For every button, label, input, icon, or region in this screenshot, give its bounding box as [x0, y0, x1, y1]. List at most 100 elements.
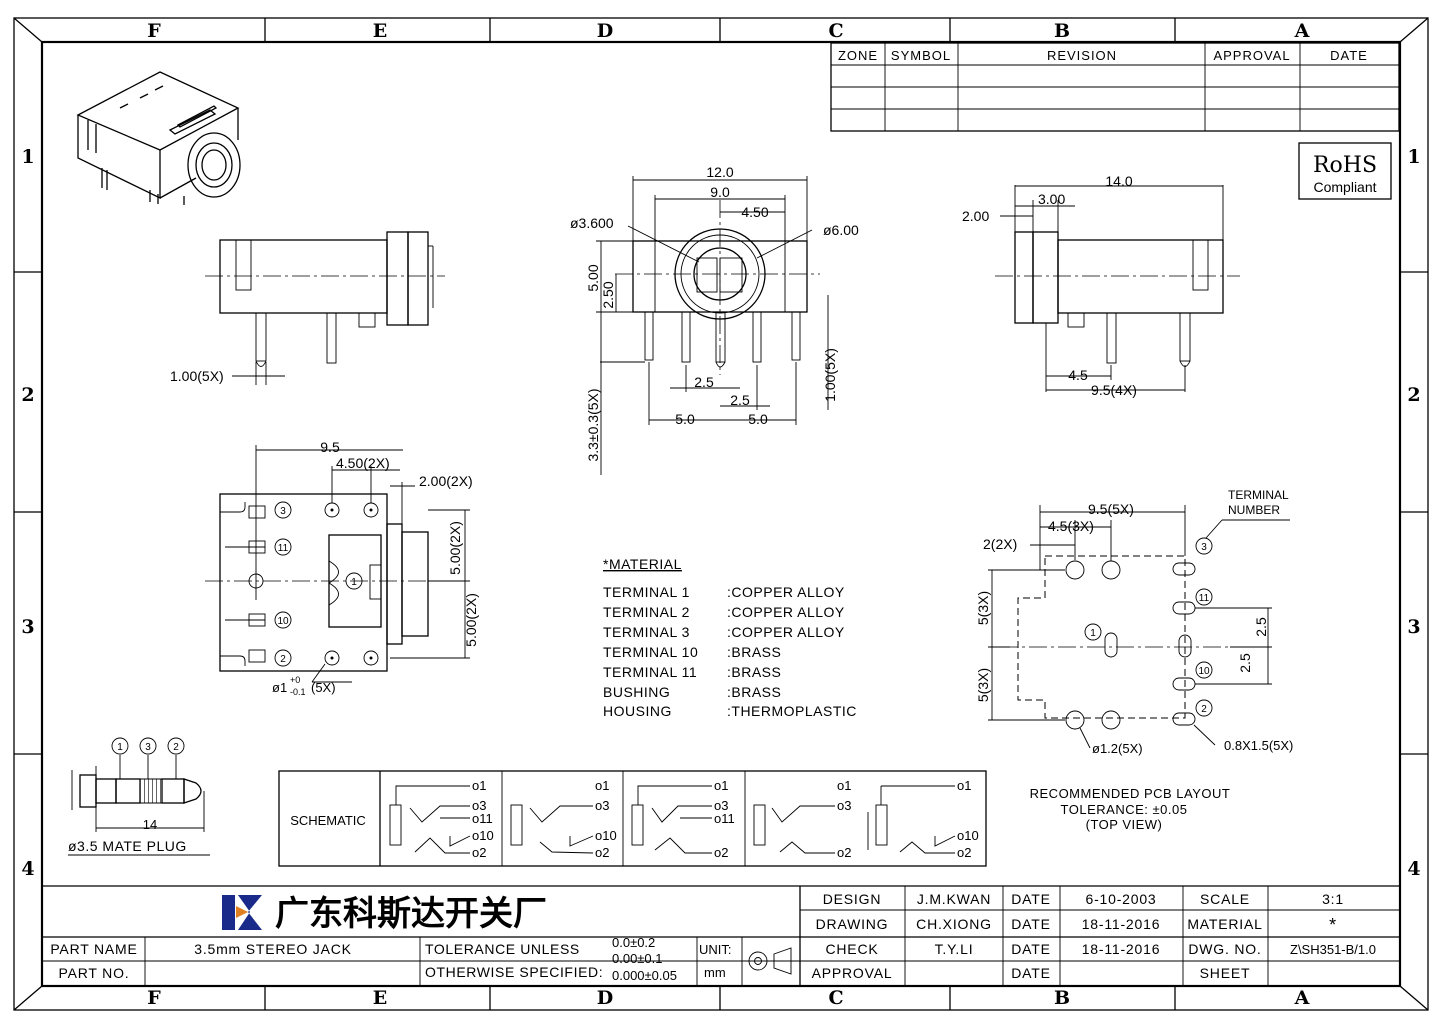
- sheet-border: F E D C B A F E D C B A 1 2 3 4 1 2 3 4: [13, 17, 1429, 1011]
- dim-front-pin-width: 1.00(5X): [822, 348, 838, 402]
- material-part: TERMINAL 1: [603, 584, 690, 600]
- schematic-pin: o1: [837, 778, 851, 793]
- pcb-terminal-number: 11: [1199, 593, 1210, 604]
- rohs-subtitle: Compliant: [1313, 179, 1376, 195]
- side-view-right: 14.0 3.00 2.00 4.5 9.5(4X): [962, 173, 1240, 398]
- tb-unit-label: UNIT:: [699, 942, 732, 957]
- dim-pcb-2-5a: 2.5: [1253, 617, 1269, 637]
- row-label-right: 1: [1407, 146, 1420, 168]
- terminal-number: 2: [280, 654, 286, 665]
- side-view-left: 1.00(5X): [170, 231, 445, 385]
- terminal-number: 11: [278, 543, 289, 554]
- dim-pcb-slot: 0.8X1.5(5X): [1224, 738, 1293, 753]
- dim-front-dia-3-6: ø3.600: [570, 215, 614, 231]
- dim-front-pitch-5b: 5.0: [748, 411, 768, 427]
- rohs-badge: RoHS Compliant: [1298, 142, 1392, 200]
- material-value: :COPPER ALLOY: [727, 604, 845, 620]
- tb-dwg-value: Z\SH351-B/1.0: [1290, 942, 1376, 957]
- dim-top-hole-tol-down: -0.1: [290, 687, 306, 697]
- tb-check-label: CHECK: [825, 941, 878, 957]
- pcb-terminal-number: 10: [1198, 666, 1210, 677]
- dim-pcb-5b: 5(3X): [975, 668, 991, 702]
- dim-pcb-4-5: 4.5(3X): [1048, 518, 1094, 534]
- terminal-number: 3: [280, 506, 286, 517]
- tb-sheet-label: SHEET: [1200, 965, 1251, 981]
- row-label-left: 4: [21, 858, 34, 880]
- dim-right-width-14: 14.0: [1105, 173, 1132, 189]
- material-value: :BRASS: [727, 684, 781, 700]
- pcb-note: RECOMMENDED PCB LAYOUT TOLERANCE: ±0.05 …: [1030, 786, 1230, 832]
- tb-design-label: DESIGN: [823, 891, 881, 907]
- schematic-label: SCHEMATIC: [290, 813, 366, 828]
- schematic-pin: o2: [472, 845, 486, 860]
- material-value: :BRASS: [727, 644, 781, 660]
- rev-header-zone: ZONE: [838, 48, 878, 63]
- schematic-pin: o1: [472, 778, 486, 793]
- schematic-pin: o2: [837, 845, 851, 860]
- plug-terminal-number: 3: [145, 742, 151, 753]
- dim-front-pitch-5a: 5.0: [675, 411, 695, 427]
- dim-pcb-hole: ø1.2(5X): [1092, 741, 1143, 756]
- schematic-pin: o2: [714, 845, 728, 860]
- tb-date-label: DATE: [1011, 891, 1051, 907]
- schematic-pin: o2: [595, 845, 609, 860]
- projection-symbol: [746, 947, 792, 975]
- material-value: :BRASS: [727, 664, 781, 680]
- material-value: :THERMOPLASTIC: [727, 703, 857, 719]
- dim-pcb-9-5: 9.5(5X): [1088, 501, 1134, 517]
- material-part: TERMINAL 2: [603, 604, 690, 620]
- dim-top-9-5: 9.5: [320, 439, 340, 455]
- material-value: :COPPER ALLOY: [727, 624, 845, 640]
- material-part: TERMINAL 3: [603, 624, 690, 640]
- material-part: HOUSING: [603, 703, 672, 719]
- dim-right-pitch-9-5: 9.5(4X): [1091, 382, 1137, 398]
- schematic-pin: o10: [957, 828, 979, 843]
- schematic-pin: o3: [595, 798, 609, 813]
- dim-right-pitch-4-5: 4.5: [1068, 367, 1088, 383]
- material-value: :COPPER ALLOY: [727, 584, 845, 600]
- pcb-terminal-number: 1: [1090, 628, 1096, 639]
- col-label-bottom: D: [597, 987, 613, 1009]
- tb-tolerance-v2: 0.00±0.1: [612, 951, 663, 966]
- col-label-bottom: B: [1054, 987, 1070, 1009]
- row-label-left: 1: [21, 146, 34, 168]
- schematic-pin: o1: [714, 778, 728, 793]
- row-label-right: 4: [1407, 858, 1420, 880]
- dim-front-pin-length: 3.3±0.3(5X): [585, 388, 601, 461]
- tb-part-name-label: PART NAME: [50, 941, 137, 957]
- dim-top-4-5: 4.50(2X): [336, 455, 390, 471]
- dim-top-hole: ø1: [272, 680, 287, 695]
- row-label-left: 3: [21, 616, 34, 638]
- tb-scale-label: SCALE: [1200, 891, 1250, 907]
- dim-front-pitch-2-5b: 2.5: [730, 392, 750, 408]
- tb-tolerance-v3: 0.000±0.05: [612, 968, 677, 983]
- rev-header-approval: APPROVAL: [1213, 48, 1290, 63]
- dim-pcb-5a: 5(3X): [975, 591, 991, 625]
- tb-date-2: 18-11-2016: [1082, 916, 1161, 932]
- dim-top-hole-tol-up: +0: [290, 675, 300, 685]
- dim-front-height-5: 5.00: [585, 264, 601, 291]
- isometric-view: [76, 71, 241, 205]
- plug-terminal-number: 2: [173, 742, 179, 753]
- tb-part-name-value: 3.5mm STEREO JACK: [194, 941, 352, 957]
- pcb-note-line: (TOP VIEW): [1086, 817, 1163, 832]
- company-name: 广东科斯达开关厂: [275, 894, 547, 934]
- terminal-number: 10: [277, 616, 289, 627]
- plug-terminal-number: 1: [117, 742, 123, 753]
- material-part: BUSHING: [603, 684, 670, 700]
- tb-part-no-label: PART NO.: [59, 965, 130, 981]
- dim-front-height-2-5: 2.50: [600, 281, 616, 308]
- pcb-terminal-number: 3: [1201, 542, 1207, 553]
- col-label-top: A: [1294, 20, 1310, 42]
- schematic-pin: o2: [957, 845, 971, 860]
- schematic-pin: o10: [472, 828, 494, 843]
- col-label-top: E: [373, 20, 387, 42]
- col-label-bottom: A: [1294, 987, 1310, 1009]
- schematic-table: SCHEMATIC o1 o3 o11 o10 o2 o1 o3 o1: [278, 770, 987, 867]
- col-label-top: F: [147, 20, 161, 42]
- tb-tolerance-line2: OTHERWISE SPECIFIED:: [425, 964, 603, 980]
- tb-tolerance-v1: 0.0±0.2: [612, 935, 655, 950]
- tb-design-name: J.M.KWAN: [917, 891, 991, 907]
- material-part: TERMINAL 11: [603, 664, 697, 680]
- rohs-title: RoHS: [1313, 153, 1377, 178]
